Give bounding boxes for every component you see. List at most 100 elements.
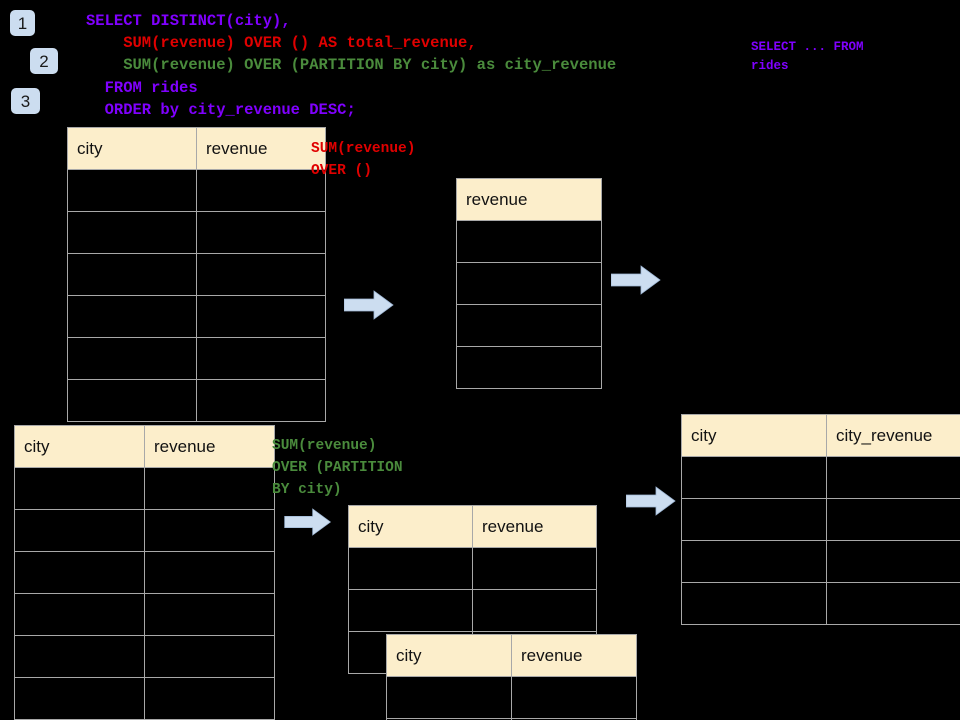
table-cell	[472, 589, 597, 632]
table-row	[67, 211, 326, 254]
arrow-base-to-partition	[284, 508, 332, 536]
table-cell	[14, 677, 145, 720]
column-header-revenue: revenue	[196, 127, 326, 170]
table-cell	[196, 253, 326, 296]
table-row	[456, 304, 602, 347]
sql-line-select: SELECT DISTINCT(city),	[86, 12, 291, 30]
table-cell	[67, 379, 197, 422]
table-row	[14, 677, 275, 720]
step-badge-2: 2	[30, 48, 58, 74]
table-row	[456, 346, 602, 389]
table-cell	[196, 295, 326, 338]
column-header-revenue: revenue	[511, 634, 637, 677]
table-row	[67, 379, 326, 422]
table-row	[14, 467, 275, 510]
table-cell	[144, 467, 275, 510]
step-badge-2-label: 2	[39, 51, 49, 71]
arrow-partition-to-result	[626, 486, 676, 516]
column-header-revenue: revenue	[144, 425, 275, 468]
table-header-row: city revenue	[67, 127, 326, 170]
sql-sidenote: SELECT ... FROM rides	[751, 40, 864, 73]
table-base-bottom: city revenue	[14, 425, 275, 720]
table-partition-front: city revenue	[386, 634, 637, 720]
step-badge-1-label: 1	[17, 13, 28, 33]
table-cell	[67, 253, 197, 296]
table-row	[14, 509, 275, 552]
column-header-city: city	[348, 505, 473, 548]
table-cell	[511, 718, 637, 720]
table-row	[386, 676, 637, 719]
table-header-row: city revenue	[348, 505, 597, 548]
table-cell	[681, 540, 827, 583]
table-row	[348, 547, 597, 590]
table-cell	[681, 456, 827, 499]
table-cell	[348, 589, 473, 632]
table-cell	[826, 456, 960, 499]
table-cell	[826, 582, 960, 625]
table-header-row: city revenue	[386, 634, 637, 677]
sql-line-from: FROM rides	[86, 79, 198, 97]
table-cell	[681, 498, 827, 541]
table-cell	[67, 211, 197, 254]
table-cell	[67, 337, 197, 380]
arrow-base-to-total	[344, 290, 394, 320]
table-cell	[144, 509, 275, 552]
annotation-partition-by: SUM(revenue) OVER (PARTITION BY city)	[272, 438, 403, 498]
table-cell	[511, 676, 637, 719]
step-badge-3-label: 3	[20, 91, 31, 111]
table-cell	[472, 547, 597, 590]
table-cell	[826, 498, 960, 541]
table-cell	[144, 677, 275, 720]
arrow-total-to-result	[611, 265, 661, 295]
table-row	[14, 551, 275, 594]
table-cell	[196, 379, 326, 422]
table-cell	[348, 547, 473, 590]
table-row	[456, 220, 602, 263]
table-row	[386, 718, 637, 720]
table-cell	[14, 551, 145, 594]
column-header-revenue: revenue	[472, 505, 597, 548]
column-header-city: city	[681, 414, 827, 457]
step-badge-3: 3	[11, 88, 40, 114]
column-header-city-revenue: city_revenue	[826, 414, 960, 457]
table-result: city city_revenue	[681, 414, 960, 625]
table-row	[14, 593, 275, 636]
table-header-row: revenue	[456, 178, 602, 221]
table-row	[67, 337, 326, 380]
table-cell	[14, 509, 145, 552]
table-cell	[144, 593, 275, 636]
table-cell	[67, 295, 197, 338]
table-row	[681, 498, 960, 541]
step-badge-1: 1	[10, 10, 35, 36]
column-header-revenue: revenue	[456, 178, 602, 221]
column-header-city: city	[14, 425, 145, 468]
sql-line-total-revenue: SUM(revenue) OVER () AS total_revenue,	[86, 34, 477, 52]
sql-line-city-revenue: SUM(revenue) OVER (PARTITION BY city) as…	[86, 56, 617, 74]
table-cell	[456, 304, 602, 347]
table-cell	[14, 593, 145, 636]
table-cell	[196, 169, 326, 212]
table-row	[681, 540, 960, 583]
table-cell	[67, 169, 197, 212]
table-cell	[144, 635, 275, 678]
table-row	[67, 295, 326, 338]
column-header-city: city	[386, 634, 512, 677]
table-cell	[386, 676, 512, 719]
table-cell	[196, 337, 326, 380]
annotation-total-revenue: SUM(revenue) OVER ()	[311, 141, 416, 179]
table-row	[348, 589, 597, 632]
table-row	[67, 253, 326, 296]
table-cell	[456, 262, 602, 305]
table-row	[67, 169, 326, 212]
column-header-city: city	[67, 127, 197, 170]
table-row	[681, 456, 960, 499]
table-header-row: city revenue	[14, 425, 275, 468]
table-row	[681, 582, 960, 625]
table-cell	[681, 582, 827, 625]
table-row	[456, 262, 602, 305]
table-cell	[456, 220, 602, 263]
table-cell	[826, 540, 960, 583]
table-cell	[144, 551, 275, 594]
sql-line-order-by: ORDER by city_revenue DESC;	[86, 101, 356, 119]
table-cell	[14, 635, 145, 678]
